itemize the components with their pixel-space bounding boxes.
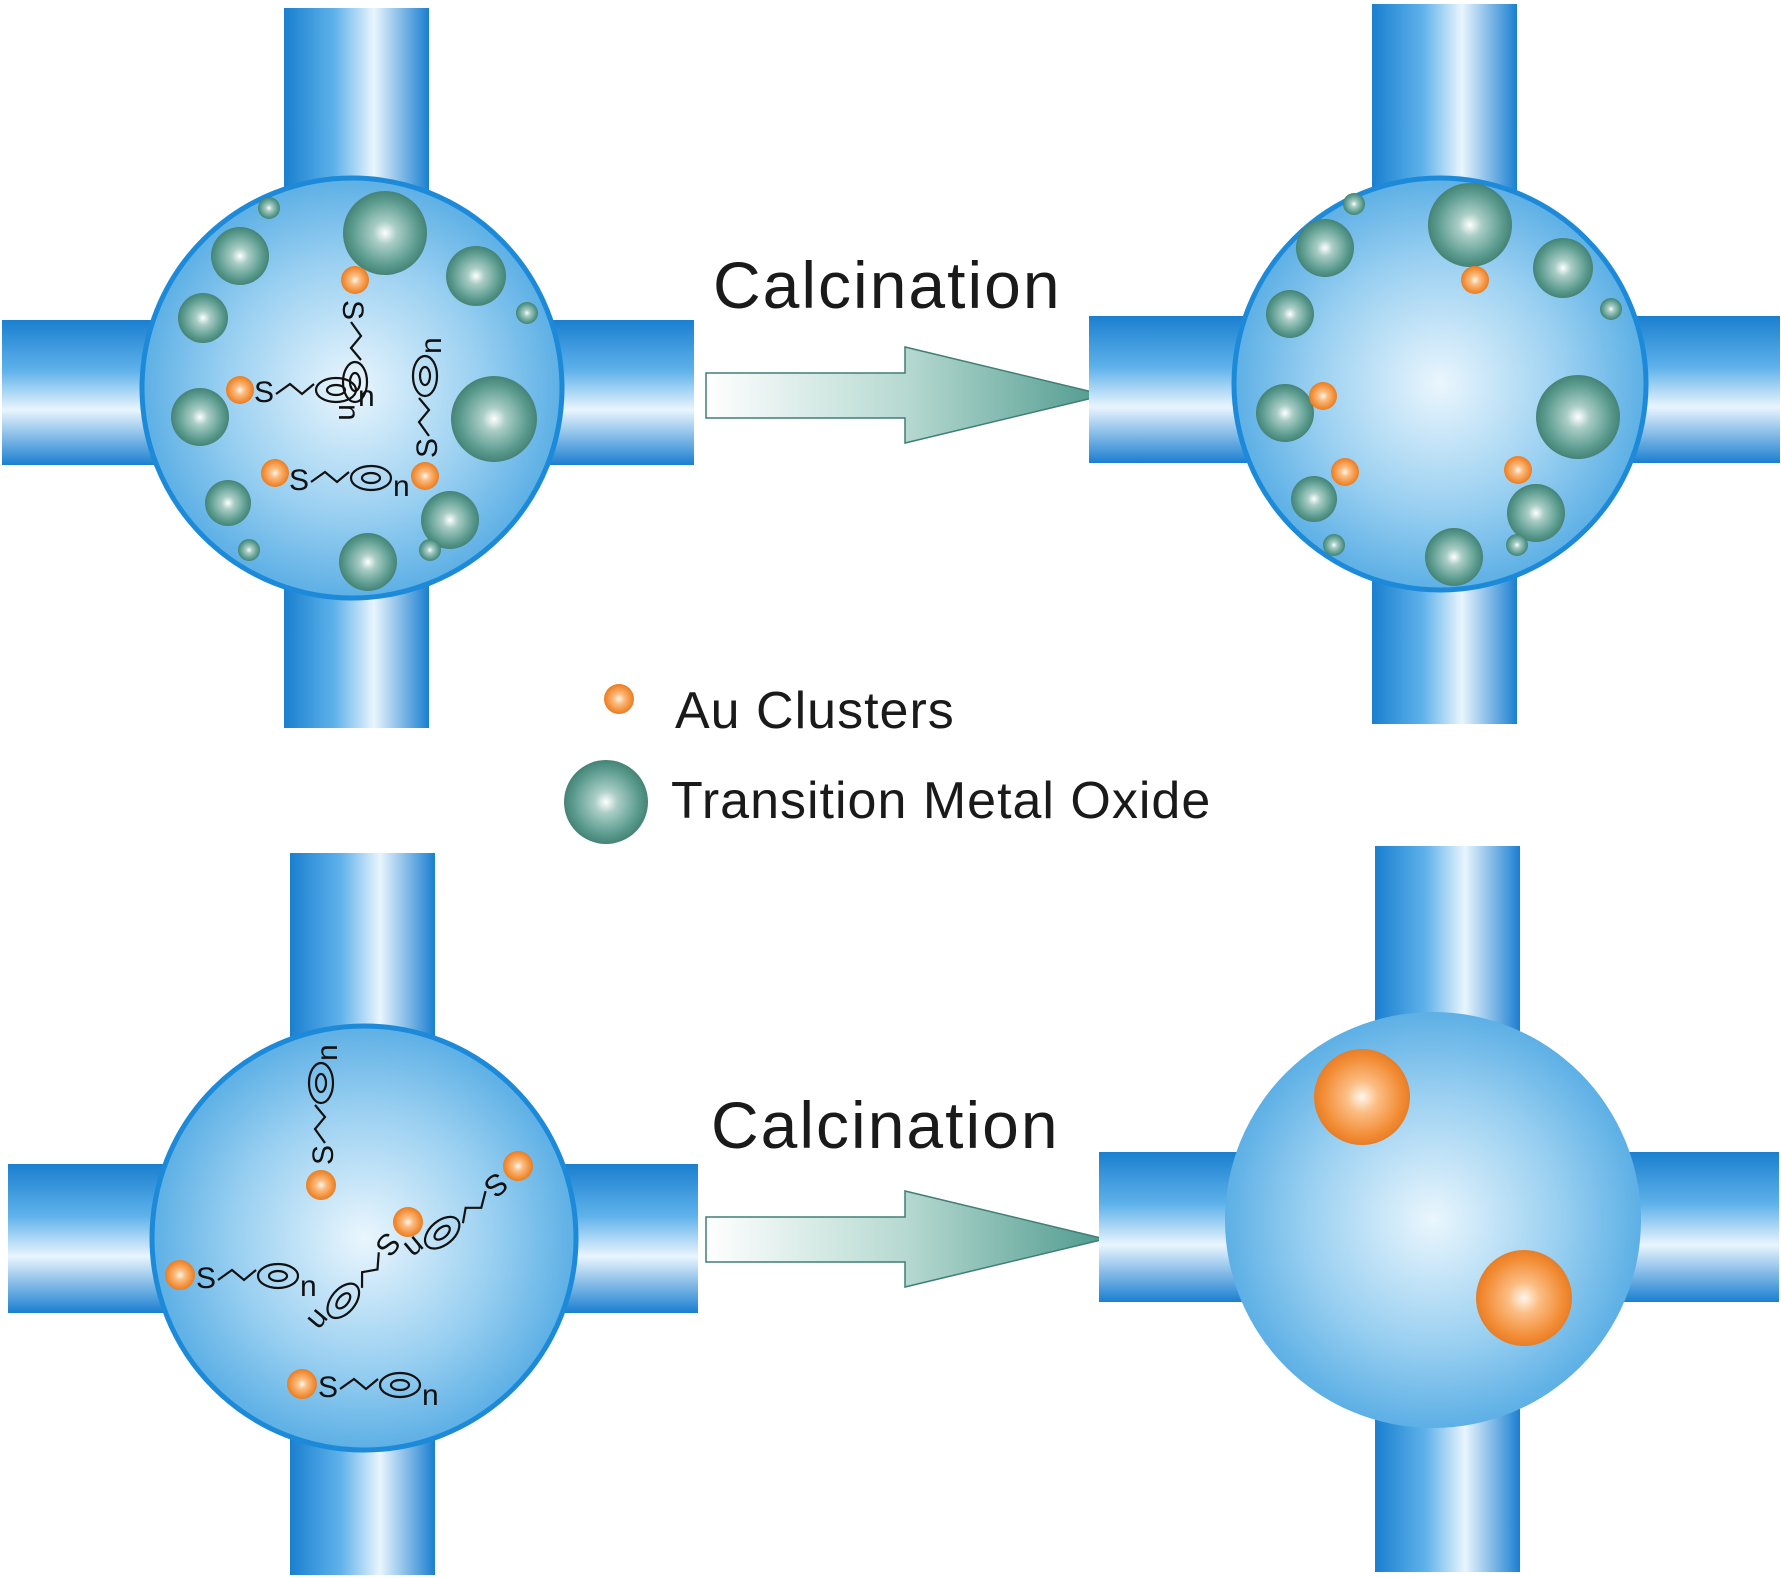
thiol-ligand: S n (289, 464, 410, 503)
au-cluster (1461, 266, 1489, 294)
au-cluster (411, 462, 439, 490)
au-clusters (1309, 266, 1532, 486)
svg-text:S: S (196, 1262, 216, 1295)
pore-sphere (149, 1023, 579, 1453)
thiol-ligand: S n (318, 1371, 439, 1412)
bottom-left-pore-unit: S n S n S n S n S (8, 853, 698, 1575)
thiol-ligand: S n (332, 300, 369, 421)
oxide-particle (1343, 193, 1365, 215)
oxide-particle (451, 376, 537, 462)
thiol-ligand: S n (196, 1262, 317, 1303)
au-clusters (165, 1151, 533, 1399)
au-cluster (1314, 1049, 1410, 1145)
au-cluster (261, 459, 289, 487)
calcination-label: Calcination (713, 248, 1062, 322)
pore-sphere (1225, 1012, 1641, 1428)
au-cluster (503, 1151, 533, 1181)
au-cluster (393, 1207, 423, 1237)
svg-text:S: S (336, 300, 369, 320)
gradient-arrow-icon (705, 346, 1106, 444)
oxide-particle (421, 491, 479, 549)
thiol-ligand: S n (411, 337, 448, 458)
oxide-particles (1256, 183, 1622, 586)
oxide-particle (343, 191, 427, 275)
svg-text:n: n (332, 404, 365, 421)
oxide-particle (419, 539, 441, 561)
svg-text:n: n (358, 380, 375, 413)
au-clusters (226, 266, 439, 490)
oxide-particle (1600, 298, 1622, 320)
au-cluster (306, 1170, 336, 1200)
au-cluster (1504, 456, 1532, 484)
oxide-particle (339, 533, 397, 591)
au-cluster (287, 1369, 317, 1399)
svg-text:S: S (411, 438, 444, 458)
oxide-particle (516, 302, 538, 324)
oxide-particle (258, 197, 280, 219)
svg-text:n: n (415, 337, 448, 354)
oxide-particle (211, 227, 269, 285)
oxide-particle (238, 539, 260, 561)
au-cluster (1309, 382, 1337, 410)
bottom-right-pore-unit (1099, 846, 1779, 1572)
top-right-pore-unit (1089, 4, 1780, 724)
svg-text:S: S (318, 1371, 338, 1404)
calcination-label: Calcination (711, 1088, 1060, 1162)
oxide-particle (1266, 290, 1314, 338)
oxide-particle (1428, 183, 1512, 267)
svg-text:S: S (289, 464, 309, 497)
au-cluster (165, 1260, 195, 1290)
au-cluster-icon (604, 684, 634, 714)
svg-text:n: n (422, 1379, 439, 1412)
thiol-ligand: S n (307, 1044, 344, 1165)
oxide-particle (1323, 534, 1345, 556)
oxide-particle (1536, 375, 1620, 459)
oxide-particles (171, 191, 538, 591)
legend-au-clusters: Au Clusters (675, 682, 955, 740)
oxide-particle (1425, 528, 1483, 586)
legend-transition-metal-oxide: Transition Metal Oxide (671, 772, 1211, 830)
au-cluster (341, 266, 369, 294)
oxide-particle (178, 293, 228, 343)
oxide-particle (171, 388, 229, 446)
oxide-particle (1533, 238, 1593, 298)
oxide-particle (1256, 384, 1314, 442)
oxide-particle (446, 246, 506, 306)
oxide-particle (1507, 484, 1565, 542)
transition-metal-oxide-icon (564, 760, 648, 844)
svg-text:n: n (300, 1270, 317, 1303)
top-left-pore-unit: S n S n S n S n (2, 8, 694, 728)
au-cluster (1331, 458, 1359, 486)
thiol-ligand: S n (254, 376, 375, 413)
svg-text:S: S (254, 376, 274, 409)
oxide-particle (1291, 476, 1337, 522)
oxide-particle (205, 480, 251, 526)
legend: Au Clusters Transition Metal Oxide (564, 682, 1211, 844)
top-calcination-step: Calcination (705, 248, 1106, 444)
au-cluster (1476, 1250, 1572, 1346)
gradient-arrow-icon (705, 1190, 1106, 1288)
oxide-particle (1506, 534, 1528, 556)
au-clusters (1314, 1049, 1572, 1346)
au-cluster (226, 376, 254, 404)
bottom-calcination-step: Calcination (705, 1088, 1106, 1288)
svg-text:n: n (393, 470, 410, 503)
svg-text:S: S (307, 1145, 340, 1165)
svg-text:n: n (311, 1044, 344, 1061)
oxide-particle (1296, 219, 1354, 277)
